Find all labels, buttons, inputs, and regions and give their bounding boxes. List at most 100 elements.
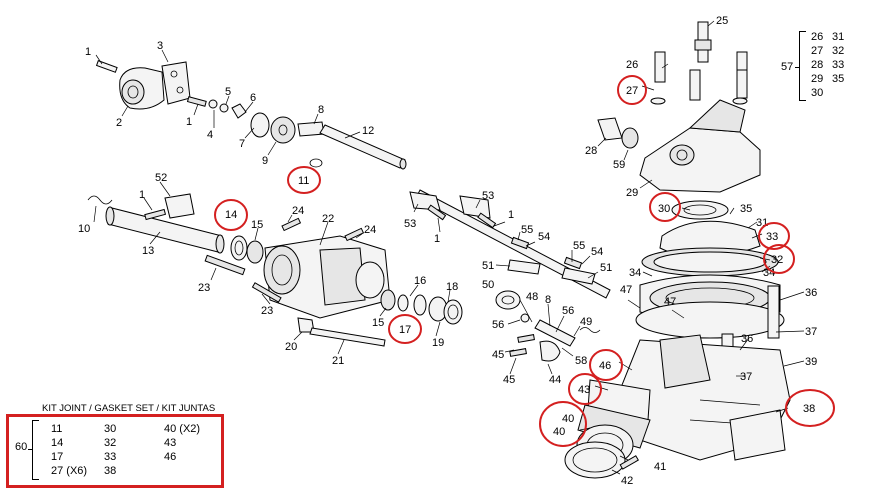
callout-1d: 1: [434, 233, 440, 245]
kit-57-item: 31: [832, 31, 845, 43]
mount-bracket-group: [95, 60, 325, 144]
kit-57-item: 35: [832, 73, 845, 85]
throttle-body-22: [251, 217, 391, 347]
callout-labels: 1 2 3 1 4 5 6 7 8 9 11 12 52 1 10 13 14 …: [78, 15, 817, 487]
kit-60-number: 60: [15, 441, 28, 453]
kit-57-item: 29: [811, 73, 824, 85]
kit-57-tick: [795, 67, 799, 68]
highlight-43: [568, 373, 602, 405]
callout-20: 20: [285, 341, 297, 353]
callout-37b: 37: [740, 371, 752, 383]
callout-1c: 1: [139, 189, 145, 201]
callout-9: 9: [262, 155, 268, 167]
kit-57-item: 26: [811, 31, 824, 43]
highlight-14: [214, 199, 248, 231]
callout-56b: 56: [562, 305, 574, 317]
callout-29: 29: [626, 187, 638, 199]
kit-57-item: 30: [811, 87, 824, 99]
callout-21: 21: [332, 355, 344, 367]
callout-40b: 40: [553, 426, 565, 438]
callout-25: 25: [716, 15, 728, 27]
callout-34b: 34: [763, 267, 775, 279]
callout-35: 35: [740, 203, 752, 215]
kit-60-item: 43: [164, 437, 177, 449]
kit-60-item: 33: [104, 451, 117, 463]
callout-53b: 53: [404, 218, 416, 230]
callout-1e: 1: [508, 209, 514, 221]
callout-5: 5: [225, 86, 231, 98]
callout-48: 48: [526, 291, 538, 303]
callout-28: 28: [585, 145, 597, 157]
tube-13-group: [87, 193, 264, 276]
callout-40a: 40: [562, 413, 574, 425]
callout-59: 59: [613, 159, 625, 171]
kit-57-item: 28: [811, 59, 824, 71]
highlight-32: [763, 244, 795, 274]
callout-45a: 45: [492, 349, 504, 361]
callout-46: 46: [599, 360, 611, 372]
callout-54b: 54: [591, 246, 603, 258]
callout-51a: 51: [482, 260, 494, 272]
callout-3: 3: [157, 40, 163, 52]
kit-60-tick: [28, 449, 32, 450]
shaft-12: [309, 124, 407, 170]
callout-24a: 24: [292, 205, 304, 217]
callout-16: 16: [414, 275, 426, 287]
callout-15a: 15: [251, 219, 263, 231]
callout-24b: 24: [364, 224, 376, 236]
kit-57-item: 33: [832, 59, 845, 71]
callout-33: 33: [766, 231, 778, 243]
kit-60-item: 40 (X2): [164, 423, 201, 435]
kit-57-item: 32: [832, 45, 845, 57]
kit-60-brace: [32, 420, 39, 480]
callout-11: 11: [298, 175, 309, 187]
cylinder-39: [564, 334, 791, 479]
cylinder-head-29: [597, 21, 761, 193]
callout-1b: 1: [186, 116, 192, 128]
callout-12: 12: [362, 125, 374, 137]
callout-1a: 1: [85, 46, 91, 58]
callout-6: 6: [250, 92, 256, 104]
callout-47b: 47: [664, 296, 676, 308]
bracket-parts: [495, 236, 601, 362]
callout-14: 14: [225, 209, 237, 221]
callout-22: 22: [322, 213, 334, 225]
callout-42: 42: [621, 475, 633, 487]
highlight-38: [785, 389, 835, 427]
callout-8b: 8: [545, 294, 551, 306]
callout-17: 17: [399, 324, 411, 336]
gasket-stack: [635, 200, 785, 381]
callout-10: 10: [78, 223, 90, 235]
callout-4: 4: [207, 129, 213, 141]
callout-58: 58: [575, 355, 587, 367]
highlight-46: [589, 349, 623, 381]
kit-60-item: 46: [164, 451, 177, 463]
callout-52: 52: [155, 172, 167, 184]
callout-47a: 47: [620, 284, 632, 296]
callout-54a: 54: [538, 231, 550, 243]
highlight-30: [649, 192, 681, 222]
highlight-27: [617, 75, 647, 105]
callout-13: 13: [142, 245, 154, 257]
callout-49: 49: [580, 316, 592, 328]
callout-30: 30: [658, 203, 670, 215]
callout-23b: 23: [261, 305, 273, 317]
callout-41: 41: [654, 461, 666, 473]
highlight-17: [388, 314, 422, 344]
callout-45b: 45: [503, 374, 515, 386]
kit-60-item: 38: [104, 465, 117, 477]
callout-36a: 36: [805, 287, 817, 299]
kit-60-highlight-box: [6, 414, 224, 488]
seal-rings: [380, 289, 463, 325]
kit-57-number: 57: [781, 61, 794, 73]
callout-43: 43: [578, 384, 590, 396]
callout-36b: 36: [741, 333, 753, 345]
callout-2: 2: [116, 117, 122, 129]
kit-60-item: 32: [104, 437, 117, 449]
kit-57-item: 27: [811, 45, 824, 57]
callout-19: 19: [432, 337, 444, 349]
kit-60-item: 17: [51, 451, 64, 463]
callout-56a: 56: [492, 319, 504, 331]
callout-55a: 55: [521, 224, 533, 236]
